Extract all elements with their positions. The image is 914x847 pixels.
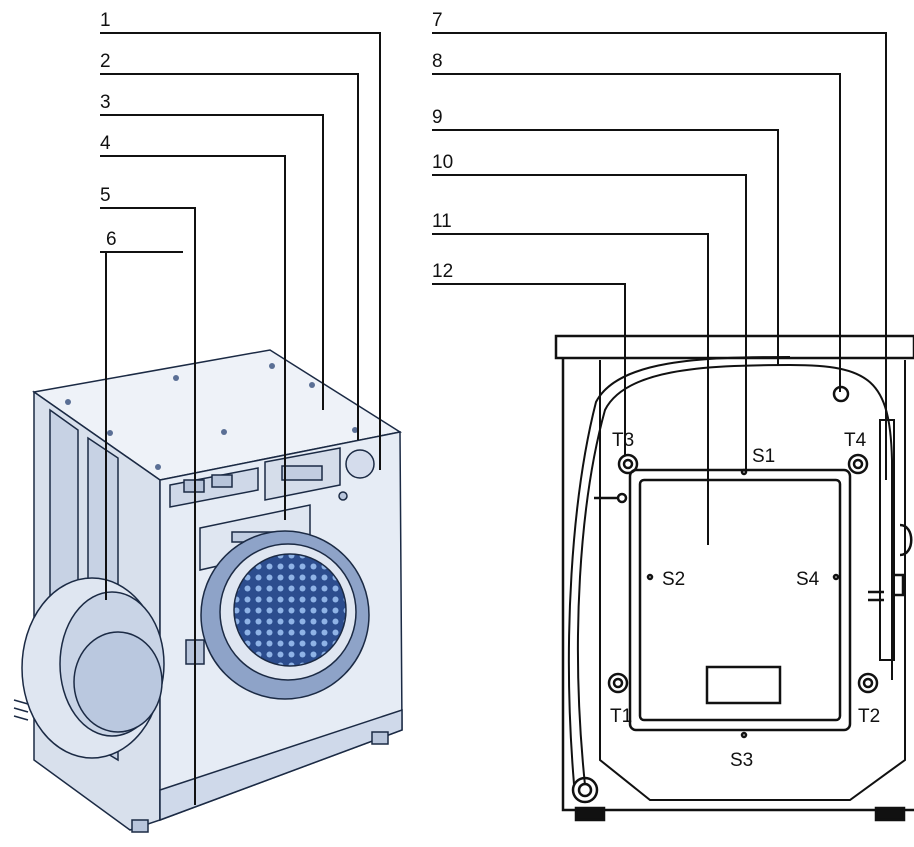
callout-4: 4 [100, 133, 111, 154]
callout-11: 11 [432, 211, 452, 232]
leader-lines [100, 32, 887, 805]
rear-labels: T3 T4 S1 S2 S4 T1 T2 S3 [610, 430, 880, 771]
label-t4: T4 [844, 430, 867, 451]
callout-9: 9 [432, 107, 443, 128]
label-s3: S3 [730, 750, 753, 771]
front-machine-illustration [13, 349, 403, 833]
label-s2: S2 [662, 569, 685, 590]
callout-3: 3 [100, 92, 111, 113]
callout-6: 6 [106, 229, 117, 250]
callouts: 1 2 3 4 5 6 7 8 9 10 11 12 [100, 10, 453, 282]
label-s4: S4 [796, 569, 820, 590]
callout-1: 1 [100, 10, 111, 31]
label-t3: T3 [612, 430, 634, 451]
label-t2: T2 [858, 706, 880, 727]
callout-10: 10 [432, 152, 453, 173]
callout-2: 2 [100, 51, 111, 72]
rear-machine-illustration [554, 334, 914, 822]
label-t1: T1 [610, 706, 632, 727]
label-s1: S1 [752, 446, 775, 467]
callout-7: 7 [432, 10, 443, 31]
transport-bolt-icon [607, 385, 879, 694]
callout-8: 8 [432, 51, 443, 72]
callout-5: 5 [100, 185, 111, 206]
callout-12: 12 [432, 261, 453, 282]
